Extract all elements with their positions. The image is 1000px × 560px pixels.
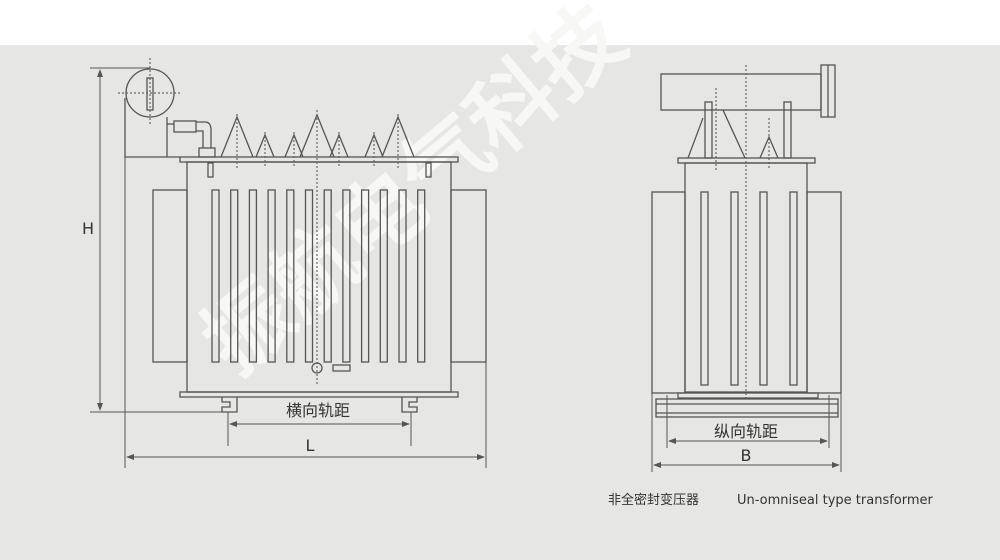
nameplate bbox=[332, 364, 351, 372]
fin bbox=[360, 189, 370, 363]
bushing bbox=[220, 115, 254, 158]
radiator-left bbox=[152, 189, 188, 363]
drain-valve bbox=[311, 362, 323, 374]
bushing bbox=[284, 133, 304, 158]
fin bbox=[211, 189, 220, 363]
fin bbox=[417, 189, 426, 363]
width-label: B bbox=[741, 446, 752, 465]
fin bbox=[248, 189, 258, 363]
bushing bbox=[329, 133, 349, 158]
caption-zh: 非全密封变压器 bbox=[608, 492, 699, 508]
front-view: 横向轨距 L H bbox=[82, 58, 487, 468]
bushing bbox=[364, 133, 384, 158]
cooling-fins bbox=[211, 189, 426, 363]
fin bbox=[267, 189, 276, 363]
fin bbox=[342, 189, 351, 363]
gas-relay bbox=[173, 120, 197, 133]
fin bbox=[398, 189, 407, 363]
caption-en: Un-omniseal type transformer bbox=[737, 493, 934, 508]
radiator-right bbox=[450, 189, 487, 363]
bushing bbox=[381, 115, 415, 158]
longitudinal-gauge-label: 纵向轨距 bbox=[714, 422, 778, 441]
height-label: H bbox=[82, 219, 94, 238]
fin bbox=[286, 189, 295, 363]
fin bbox=[230, 189, 239, 363]
fin bbox=[323, 189, 332, 363]
length-label: L bbox=[306, 436, 315, 455]
fin bbox=[379, 189, 388, 363]
side-view: 纵向轨距 B bbox=[651, 64, 842, 472]
fin bbox=[304, 189, 314, 363]
bushing bbox=[255, 133, 275, 158]
transverse-gauge-label: 横向轨距 bbox=[286, 401, 350, 420]
base-rail bbox=[655, 398, 839, 418]
